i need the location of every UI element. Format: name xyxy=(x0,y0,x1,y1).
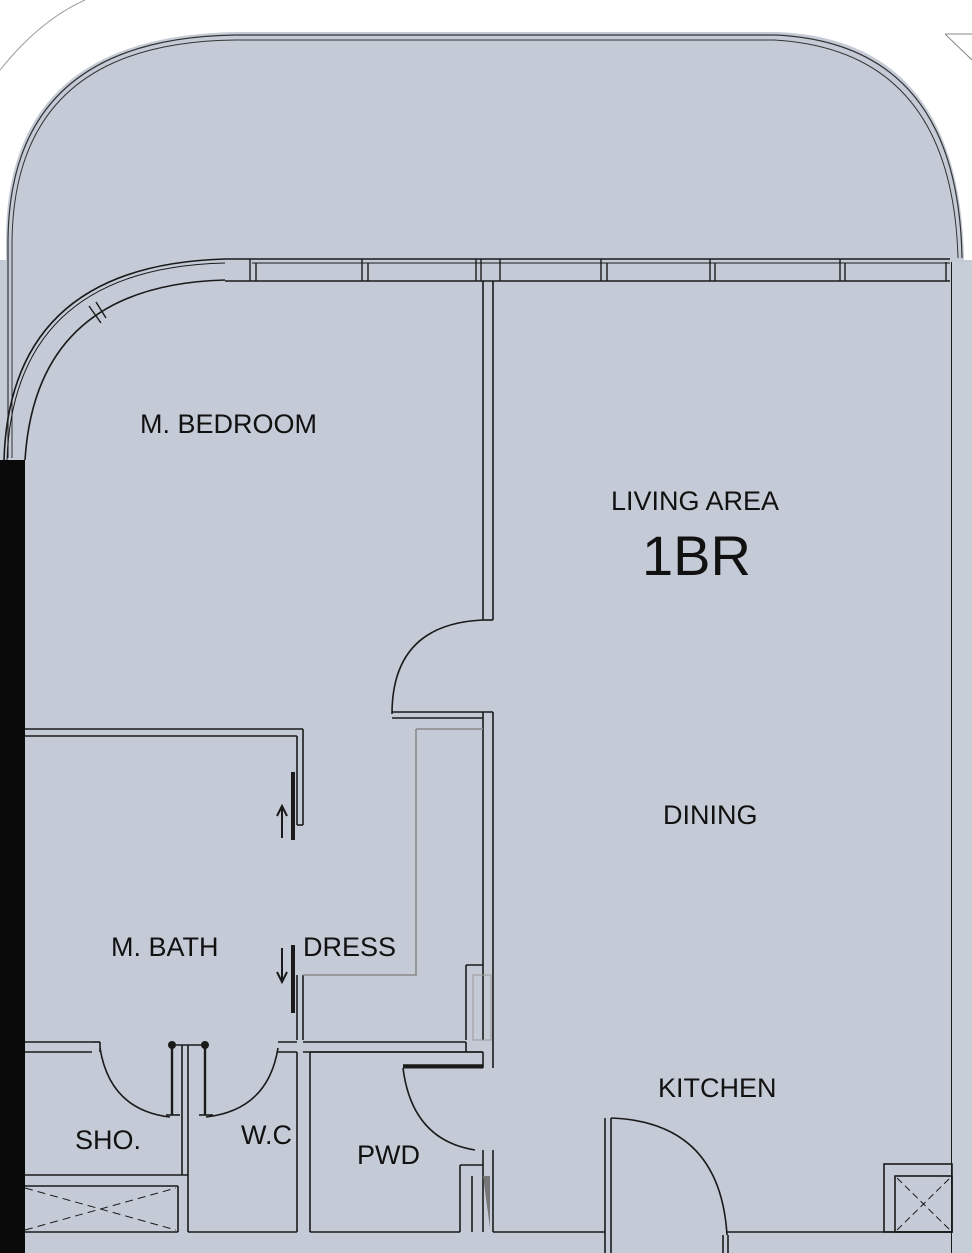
bath-wall xyxy=(25,728,304,1040)
terrace-area xyxy=(0,32,972,1253)
site-boundary-arc xyxy=(0,0,86,71)
facade-glazing xyxy=(225,258,950,282)
utility-panel xyxy=(472,974,492,1041)
duct-shaft xyxy=(883,1163,953,1233)
arrow-up-icon xyxy=(276,803,288,838)
duct-shaft-cross xyxy=(896,1177,951,1231)
curved-glazing-mid xyxy=(6,262,226,461)
bedroom-living-partition xyxy=(392,281,494,1068)
room-label-m-bath: M. BATH xyxy=(111,932,219,962)
east-facade xyxy=(952,262,972,1253)
storage-cabinet xyxy=(24,1187,177,1231)
shower-doors[interactable] xyxy=(99,1044,279,1118)
terrace-edge-outer xyxy=(7,34,963,458)
entry-door-swing[interactable] xyxy=(610,1117,728,1236)
hinge-icon xyxy=(168,1041,176,1049)
west-wall xyxy=(0,460,25,1253)
pwd-door-swing[interactable] xyxy=(402,1067,476,1151)
terrace-edge-inner xyxy=(11,39,959,458)
site-marker xyxy=(944,33,972,61)
glazing-mullion xyxy=(88,305,102,324)
room-label-kitchen: KITCHEN xyxy=(658,1073,777,1103)
curved-glazing-inner xyxy=(24,279,226,461)
wet-area-walls xyxy=(25,1041,952,1253)
dress-closet-outline xyxy=(303,728,483,976)
pwd-shaft-marker xyxy=(483,1176,490,1228)
room-label-living-area: LIVING AREA xyxy=(611,486,780,516)
room-label-wc: W.C xyxy=(241,1120,292,1150)
room-label-dining: DINING xyxy=(663,800,758,830)
room-label-powder: PWD xyxy=(357,1140,420,1170)
utility-niche xyxy=(465,964,483,1040)
unit-type-title: 1BR xyxy=(642,524,751,587)
curved-glazing-outer xyxy=(3,258,226,461)
room-label-dress: DRESS xyxy=(303,932,397,962)
room-label-shower: SHO. xyxy=(75,1125,142,1155)
arrow-down-icon xyxy=(276,948,288,985)
hinge-icon xyxy=(201,1041,209,1049)
glazing-mullion xyxy=(95,301,107,319)
room-label-m-bedroom: M. BEDROOM xyxy=(140,409,318,439)
bedroom-door-swing[interactable] xyxy=(391,619,484,715)
